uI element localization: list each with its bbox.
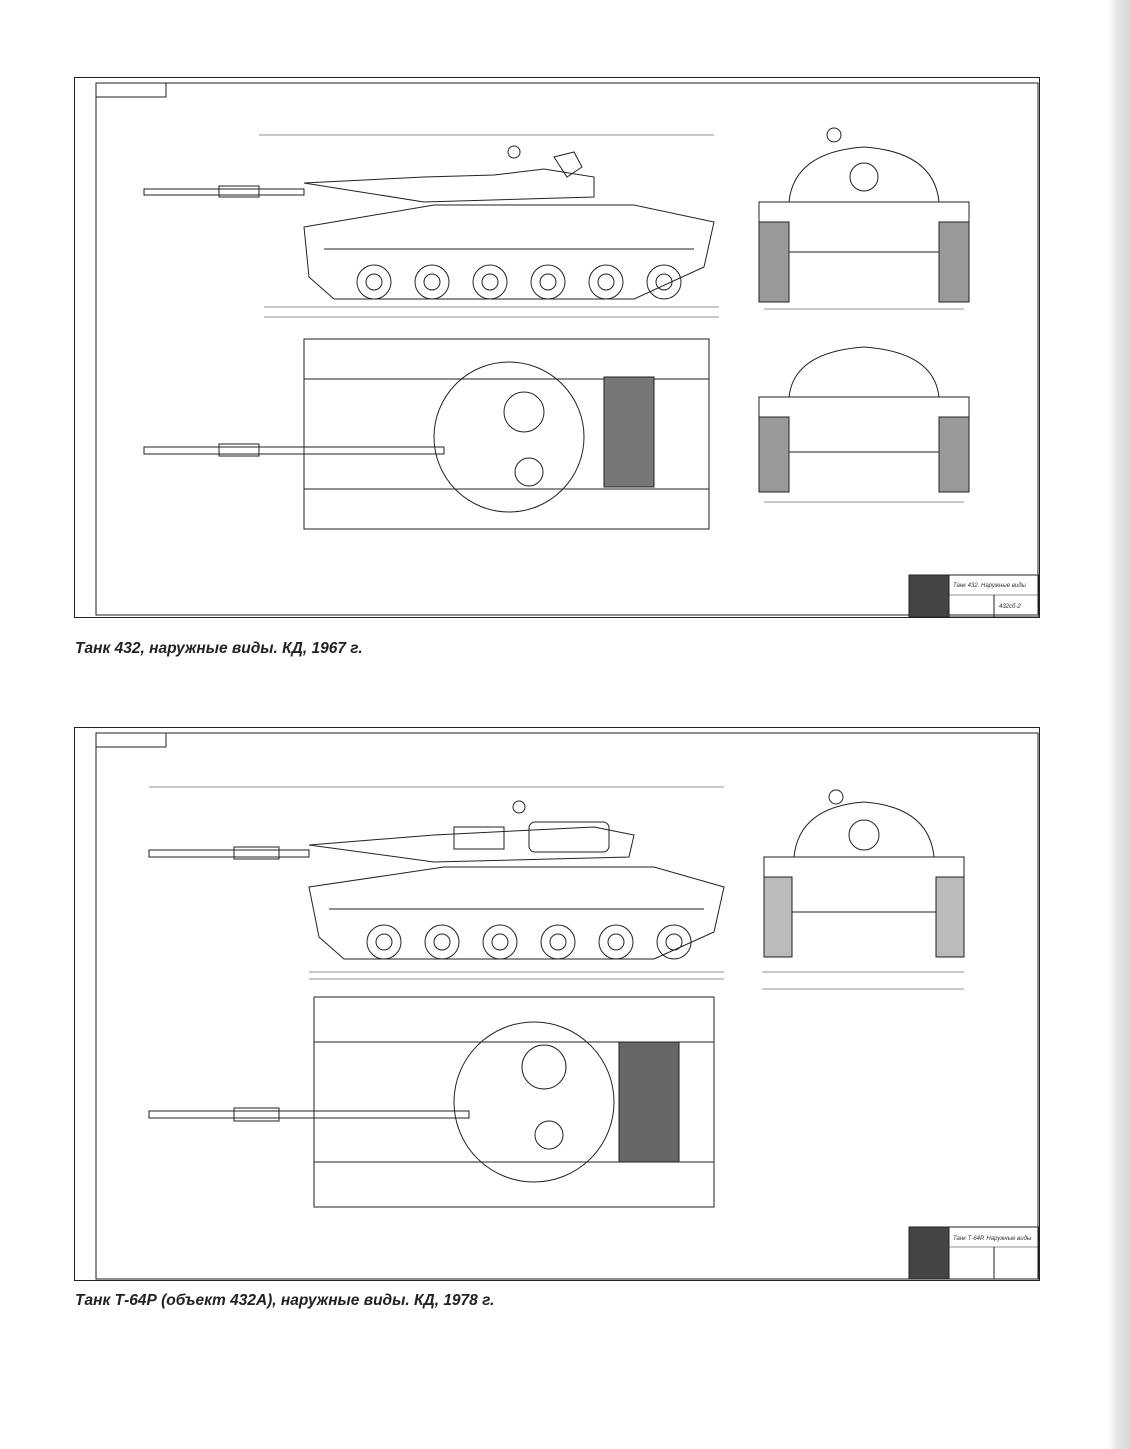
rear-view <box>758 346 970 503</box>
drawing-sheet-2: Танк Т-64Р. Наружные виды <box>74 727 1040 1281</box>
tank-432-drawing: Танк 432. Наружные виды 432сб-2 <box>74 77 1040 618</box>
title-block-2: Танк Т-64Р. Наружные виды <box>908 1226 1040 1280</box>
road-wheel <box>433 933 451 951</box>
title-block-name: Танк 432. Наружные виды <box>953 583 1027 589</box>
road-wheel <box>607 933 625 951</box>
title-block-name: Танк Т-64Р. Наружные виды <box>953 1236 1032 1242</box>
road-wheel <box>366 924 402 960</box>
tank-t64r-drawing: Танк Т-64Р. Наружные виды <box>74 727 1040 1281</box>
road-wheel <box>597 273 615 291</box>
road-wheel <box>356 264 392 300</box>
top-view <box>143 338 710 530</box>
side-view <box>148 786 725 980</box>
road-wheel <box>665 933 683 951</box>
road-wheel <box>656 924 692 960</box>
road-wheel <box>646 264 682 300</box>
road-wheel <box>482 924 518 960</box>
road-wheel <box>539 273 557 291</box>
road-wheel <box>588 264 624 300</box>
side-view <box>143 134 719 318</box>
road-wheel <box>655 273 673 291</box>
front-view <box>762 789 965 990</box>
road-wheel <box>375 933 393 951</box>
title-block-1: Танк 432. Наружные виды 432сб-2 <box>908 574 1040 618</box>
road-wheel <box>365 273 383 291</box>
road-wheel <box>540 924 576 960</box>
scan-edge <box>1108 0 1130 1449</box>
road-wheel <box>549 933 567 951</box>
top-view <box>148 996 715 1208</box>
road-wheel <box>491 933 509 951</box>
road-wheel <box>472 264 508 300</box>
title-block-code: 432сб-2 <box>999 604 1021 610</box>
road-wheel <box>414 264 450 300</box>
caption-2: Танк Т-64Р (объект 432А), наружные виды.… <box>75 1292 495 1309</box>
road-wheel <box>424 924 460 960</box>
front-view <box>758 127 970 310</box>
caption-1: Танк 432, наружные виды. КД, 1967 г. <box>75 640 363 657</box>
road-wheel <box>481 273 499 291</box>
drawing-sheet-1: Танк 432. Наружные виды 432сб-2 <box>74 77 1040 618</box>
road-wheel <box>423 273 441 291</box>
road-wheel <box>530 264 566 300</box>
road-wheel <box>598 924 634 960</box>
